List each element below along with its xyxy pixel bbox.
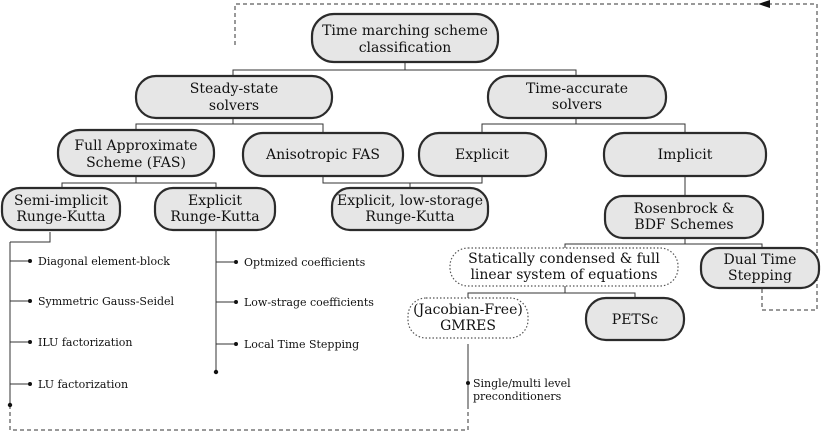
exp-dot-1	[234, 260, 238, 264]
semi-dot-1	[28, 259, 32, 263]
node-steady-line1: Steady-state	[190, 81, 279, 97]
exp-dot-3	[234, 342, 238, 346]
svg-text:Anisotropic FAS: Anisotropic FAS	[265, 147, 380, 163]
semi-option-4: LU factorization	[38, 378, 128, 391]
node-steady-line2: solvers	[209, 98, 259, 114]
node-petsc: PETSc	[584, 296, 686, 342]
edge-steady-fas	[135, 118, 234, 130]
node-accurate-line1: Time-accurate	[526, 81, 628, 97]
edge-rosen-dual	[685, 243, 763, 248]
semi-dot-3	[28, 340, 32, 344]
svg-text:Rosenbrock &BDF Schemes: Rosenbrock &BDF Schemes	[634, 201, 735, 233]
semi-option-3: ILU factorization	[38, 336, 132, 349]
node-accurate-line2: solvers	[552, 97, 602, 113]
node-explicit-line1: Explicit	[455, 147, 509, 163]
node-rosenbrock-line2: BDF Schemes	[634, 217, 733, 233]
edge-fas-semi	[61, 176, 137, 188]
semi-option-2: Symmetric Gauss-Seidel	[38, 295, 175, 308]
edge-rosen-static	[564, 238, 686, 248]
node-fas-line2: Scheme (FAS)	[86, 155, 186, 171]
node-static-line2: linear system of equations	[470, 267, 657, 283]
node-exp-rk-line1: Explicit	[188, 193, 242, 209]
svg-text:Explicit: Explicit	[455, 147, 509, 163]
node-aniso: Anisotropic FAS	[241, 131, 405, 178]
gmres-option-line2: preconditioners	[473, 390, 562, 403]
node-dual-line2: Stepping	[728, 268, 792, 284]
edge-accurate-explicit	[481, 118, 577, 133]
node-gmres-line2: GMRES	[440, 318, 496, 334]
semi-rk-options: Diagonal element-block Symmetric Gauss-S…	[38, 255, 175, 391]
exp-end-dot	[213, 369, 219, 375]
semi-rk-bullet-top	[10, 232, 51, 243]
exp-option-3: Local Time Stepping	[244, 338, 359, 351]
exp-option-2: Low-strage coefficients	[244, 296, 374, 309]
node-root-line1: Time marching scheme	[322, 23, 488, 39]
dashed-loop-bottom	[9, 405, 469, 431]
node-implicit-line1: Implicit	[658, 147, 713, 163]
node-petsc-line1: PETSc	[612, 312, 659, 328]
gmres-options: Single/multi level preconditioners	[473, 377, 571, 403]
edge-static-gmres	[467, 286, 566, 298]
semi-option-1: Diagonal element-block	[38, 255, 170, 268]
svg-text:PETSc: PETSc	[612, 312, 659, 328]
semi-end-dot	[7, 402, 13, 408]
node-low-storage-line1: Explicit, low-storage	[337, 193, 483, 209]
gmres-option-line1: Single/multi level	[473, 377, 571, 390]
node-aniso-line1: Anisotropic FAS	[265, 147, 380, 163]
node-explicit: Explicit	[417, 131, 548, 178]
edge-root-accurate	[405, 69, 577, 76]
node-gmres: (Jacobian-Free)GMRES	[407, 297, 529, 339]
semi-dot-2	[28, 299, 32, 303]
edge-aniso-low	[322, 176, 411, 188]
node-root-line2: classification	[359, 40, 452, 56]
edge-accurate-implicit	[576, 123, 686, 133]
node-rosenbrock-line1: Rosenbrock &	[634, 201, 735, 217]
node-implicit: Implicit	[602, 131, 768, 178]
svg-text:(Jacobian-Free)GMRES: (Jacobian-Free)GMRES	[413, 302, 523, 334]
node-dual-line1: Dual Time	[724, 252, 797, 268]
node-semi-rk-line2: Runge-Kutta	[16, 209, 105, 225]
node-low-storage-line2: Runge-Kutta	[365, 209, 454, 225]
edge-static-petsc	[565, 292, 636, 298]
dashed-loop-top	[234, 3, 818, 311]
node-rosenbrock: Rosenbrock &BDF Schemes	[603, 194, 765, 240]
exp-rk-options: Optmized coefficients Low-strage coeffic…	[244, 256, 374, 351]
node-fas-line1: Full Approximate	[74, 138, 197, 154]
edge-explicit-low	[410, 176, 483, 184]
edge-steady-aniso	[233, 123, 324, 133]
edge-root-steady	[232, 62, 406, 76]
svg-text:Implicit: Implicit	[658, 147, 713, 163]
arrow-head-top	[758, 0, 770, 8]
node-exp-rk-line2: Runge-Kutta	[170, 209, 259, 225]
node-semi-rk-line1: Semi-implicit	[14, 193, 108, 209]
exp-dot-2	[234, 300, 238, 304]
gmres-bullet-dot	[466, 381, 470, 385]
node-static-line1: Statically condensed & full	[468, 251, 660, 267]
node-gmres-line1: (Jacobian-Free)	[413, 302, 523, 318]
edge-fas-exp	[136, 182, 217, 188]
semi-dot-4	[28, 382, 32, 386]
exp-option-1: Optmized coefficients	[244, 256, 366, 269]
